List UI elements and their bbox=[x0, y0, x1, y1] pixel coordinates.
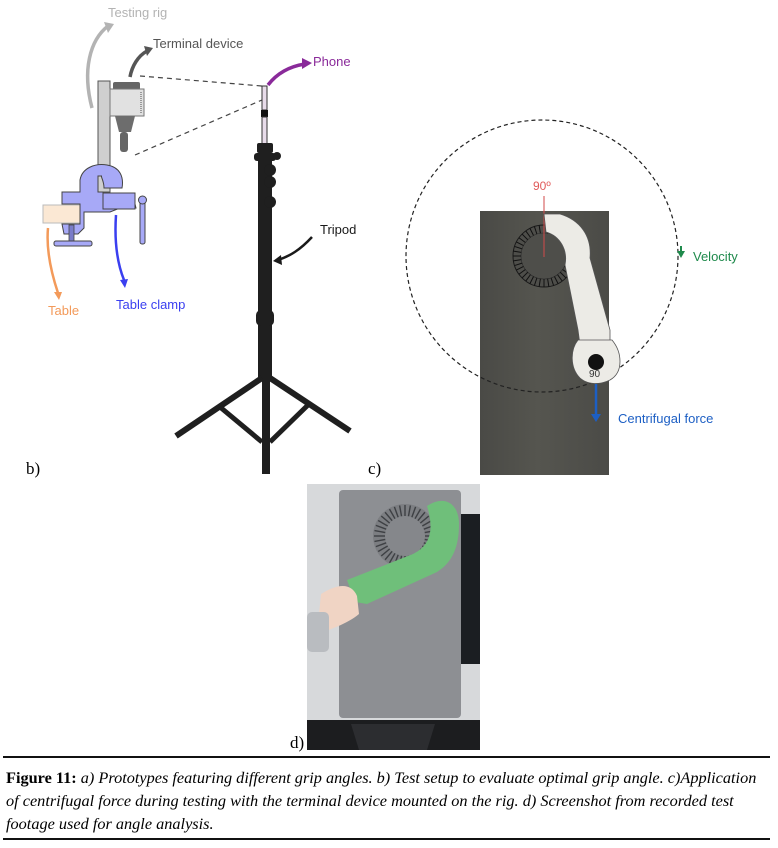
handle-engraving: 90 bbox=[589, 369, 601, 380]
dial-tick bbox=[553, 276, 559, 284]
table-clamp-arrow bbox=[114, 214, 126, 281]
dial-tick bbox=[547, 278, 550, 287]
dial-tick bbox=[518, 269, 526, 275]
dial-tick bbox=[380, 515, 391, 524]
centrifugal-force-arrowhead bbox=[591, 414, 601, 422]
dial-tick bbox=[521, 271, 529, 279]
dial-tick bbox=[538, 225, 541, 234]
dial-tick bbox=[521, 233, 529, 241]
table-clamp-jaw bbox=[102, 192, 136, 210]
terminal-device-arrow bbox=[128, 49, 148, 78]
panel-b-letter: b) bbox=[26, 459, 41, 478]
dial-tick bbox=[550, 277, 555, 286]
velocity-label: Velocity bbox=[693, 249, 738, 264]
terminal-device-arrowhead bbox=[144, 46, 153, 56]
dial-tick bbox=[533, 226, 538, 235]
table-arrow bbox=[46, 227, 60, 294]
phone-label: Phone bbox=[313, 54, 351, 69]
sight-line-top bbox=[139, 75, 263, 87]
dial-tick bbox=[513, 259, 522, 262]
dial-tick bbox=[375, 542, 387, 548]
dial-tick bbox=[407, 505, 412, 517]
dial-tick bbox=[538, 278, 541, 287]
dial-tick bbox=[419, 515, 430, 524]
terminal-device-tip bbox=[120, 132, 128, 152]
dial-tick bbox=[375, 524, 387, 530]
tripod-arrowhead bbox=[273, 255, 282, 265]
dial-tick bbox=[388, 552, 396, 564]
dial-tick bbox=[516, 265, 524, 271]
table-clamp-label: Table clamp bbox=[116, 297, 186, 312]
test-footage-photo bbox=[307, 484, 480, 750]
phone-arrowhead bbox=[302, 58, 312, 69]
centrifugal-diagram bbox=[405, 119, 685, 422]
panel-d-letter: d) bbox=[290, 733, 305, 752]
figure-label: Figure 11: bbox=[6, 768, 77, 787]
angle-label: 90º bbox=[533, 179, 551, 193]
photo-handle bbox=[347, 500, 459, 604]
table-clamp-tbar bbox=[53, 240, 93, 247]
caption-bottom-rule bbox=[3, 838, 770, 840]
tripod-label: Tripod bbox=[320, 222, 357, 237]
table-label: Table bbox=[48, 303, 80, 318]
dial-tick bbox=[559, 271, 567, 279]
dial-tick bbox=[513, 250, 522, 253]
phone-arrow bbox=[266, 62, 306, 87]
table-clamp-body bbox=[61, 164, 137, 235]
dial-tick bbox=[525, 274, 531, 282]
dial-tick bbox=[377, 519, 389, 527]
terminal-device-label: Terminal device bbox=[153, 36, 244, 51]
table-clamp-arrowhead bbox=[120, 279, 128, 288]
dial-tick bbox=[557, 274, 563, 282]
dial-tick bbox=[377, 545, 389, 553]
tripod bbox=[174, 143, 352, 474]
figure-caption: Figure 11: a) Prototypes featuring diffe… bbox=[6, 766, 771, 835]
testing-rig-arrow bbox=[85, 24, 110, 109]
testing-rig-label: Testing rig bbox=[108, 5, 168, 20]
dial-tick bbox=[414, 508, 422, 520]
dial-tick bbox=[398, 505, 403, 517]
dial-tick bbox=[514, 245, 523, 250]
caption-top-rule bbox=[3, 756, 770, 758]
dial-tick bbox=[514, 262, 523, 267]
dial-tick bbox=[393, 506, 399, 518]
dial-tick bbox=[529, 228, 535, 236]
dial-tick bbox=[417, 511, 426, 522]
table-arrowhead bbox=[54, 292, 62, 300]
dial-tick bbox=[380, 548, 391, 557]
dial-tick bbox=[384, 511, 393, 522]
dial-tick bbox=[516, 241, 524, 247]
rotation-path bbox=[405, 119, 679, 393]
dial-tick bbox=[388, 508, 396, 520]
dial-tick bbox=[518, 237, 526, 243]
dial-tick bbox=[529, 276, 535, 284]
dial-tick bbox=[525, 230, 531, 238]
testing-rig-arrowhead bbox=[104, 22, 114, 33]
velocity-arrowhead bbox=[677, 251, 685, 258]
dial-tick bbox=[533, 277, 538, 286]
panel-c-letter: c) bbox=[368, 459, 382, 478]
test-setup-illustration bbox=[42, 22, 352, 474]
dial-tick bbox=[374, 538, 386, 543]
dial-tick bbox=[421, 519, 433, 527]
handle-bolt bbox=[588, 354, 604, 370]
terminal-device-cone bbox=[115, 116, 135, 132]
dial-tick bbox=[374, 529, 386, 534]
terminal-device-cap bbox=[113, 82, 140, 90]
centrifugal-force-label: Centrifugal force bbox=[618, 411, 714, 426]
figure-caption-text: a) Prototypes featuring different grip a… bbox=[6, 768, 757, 833]
dial-tick bbox=[384, 550, 393, 561]
dial-tick bbox=[411, 506, 417, 518]
